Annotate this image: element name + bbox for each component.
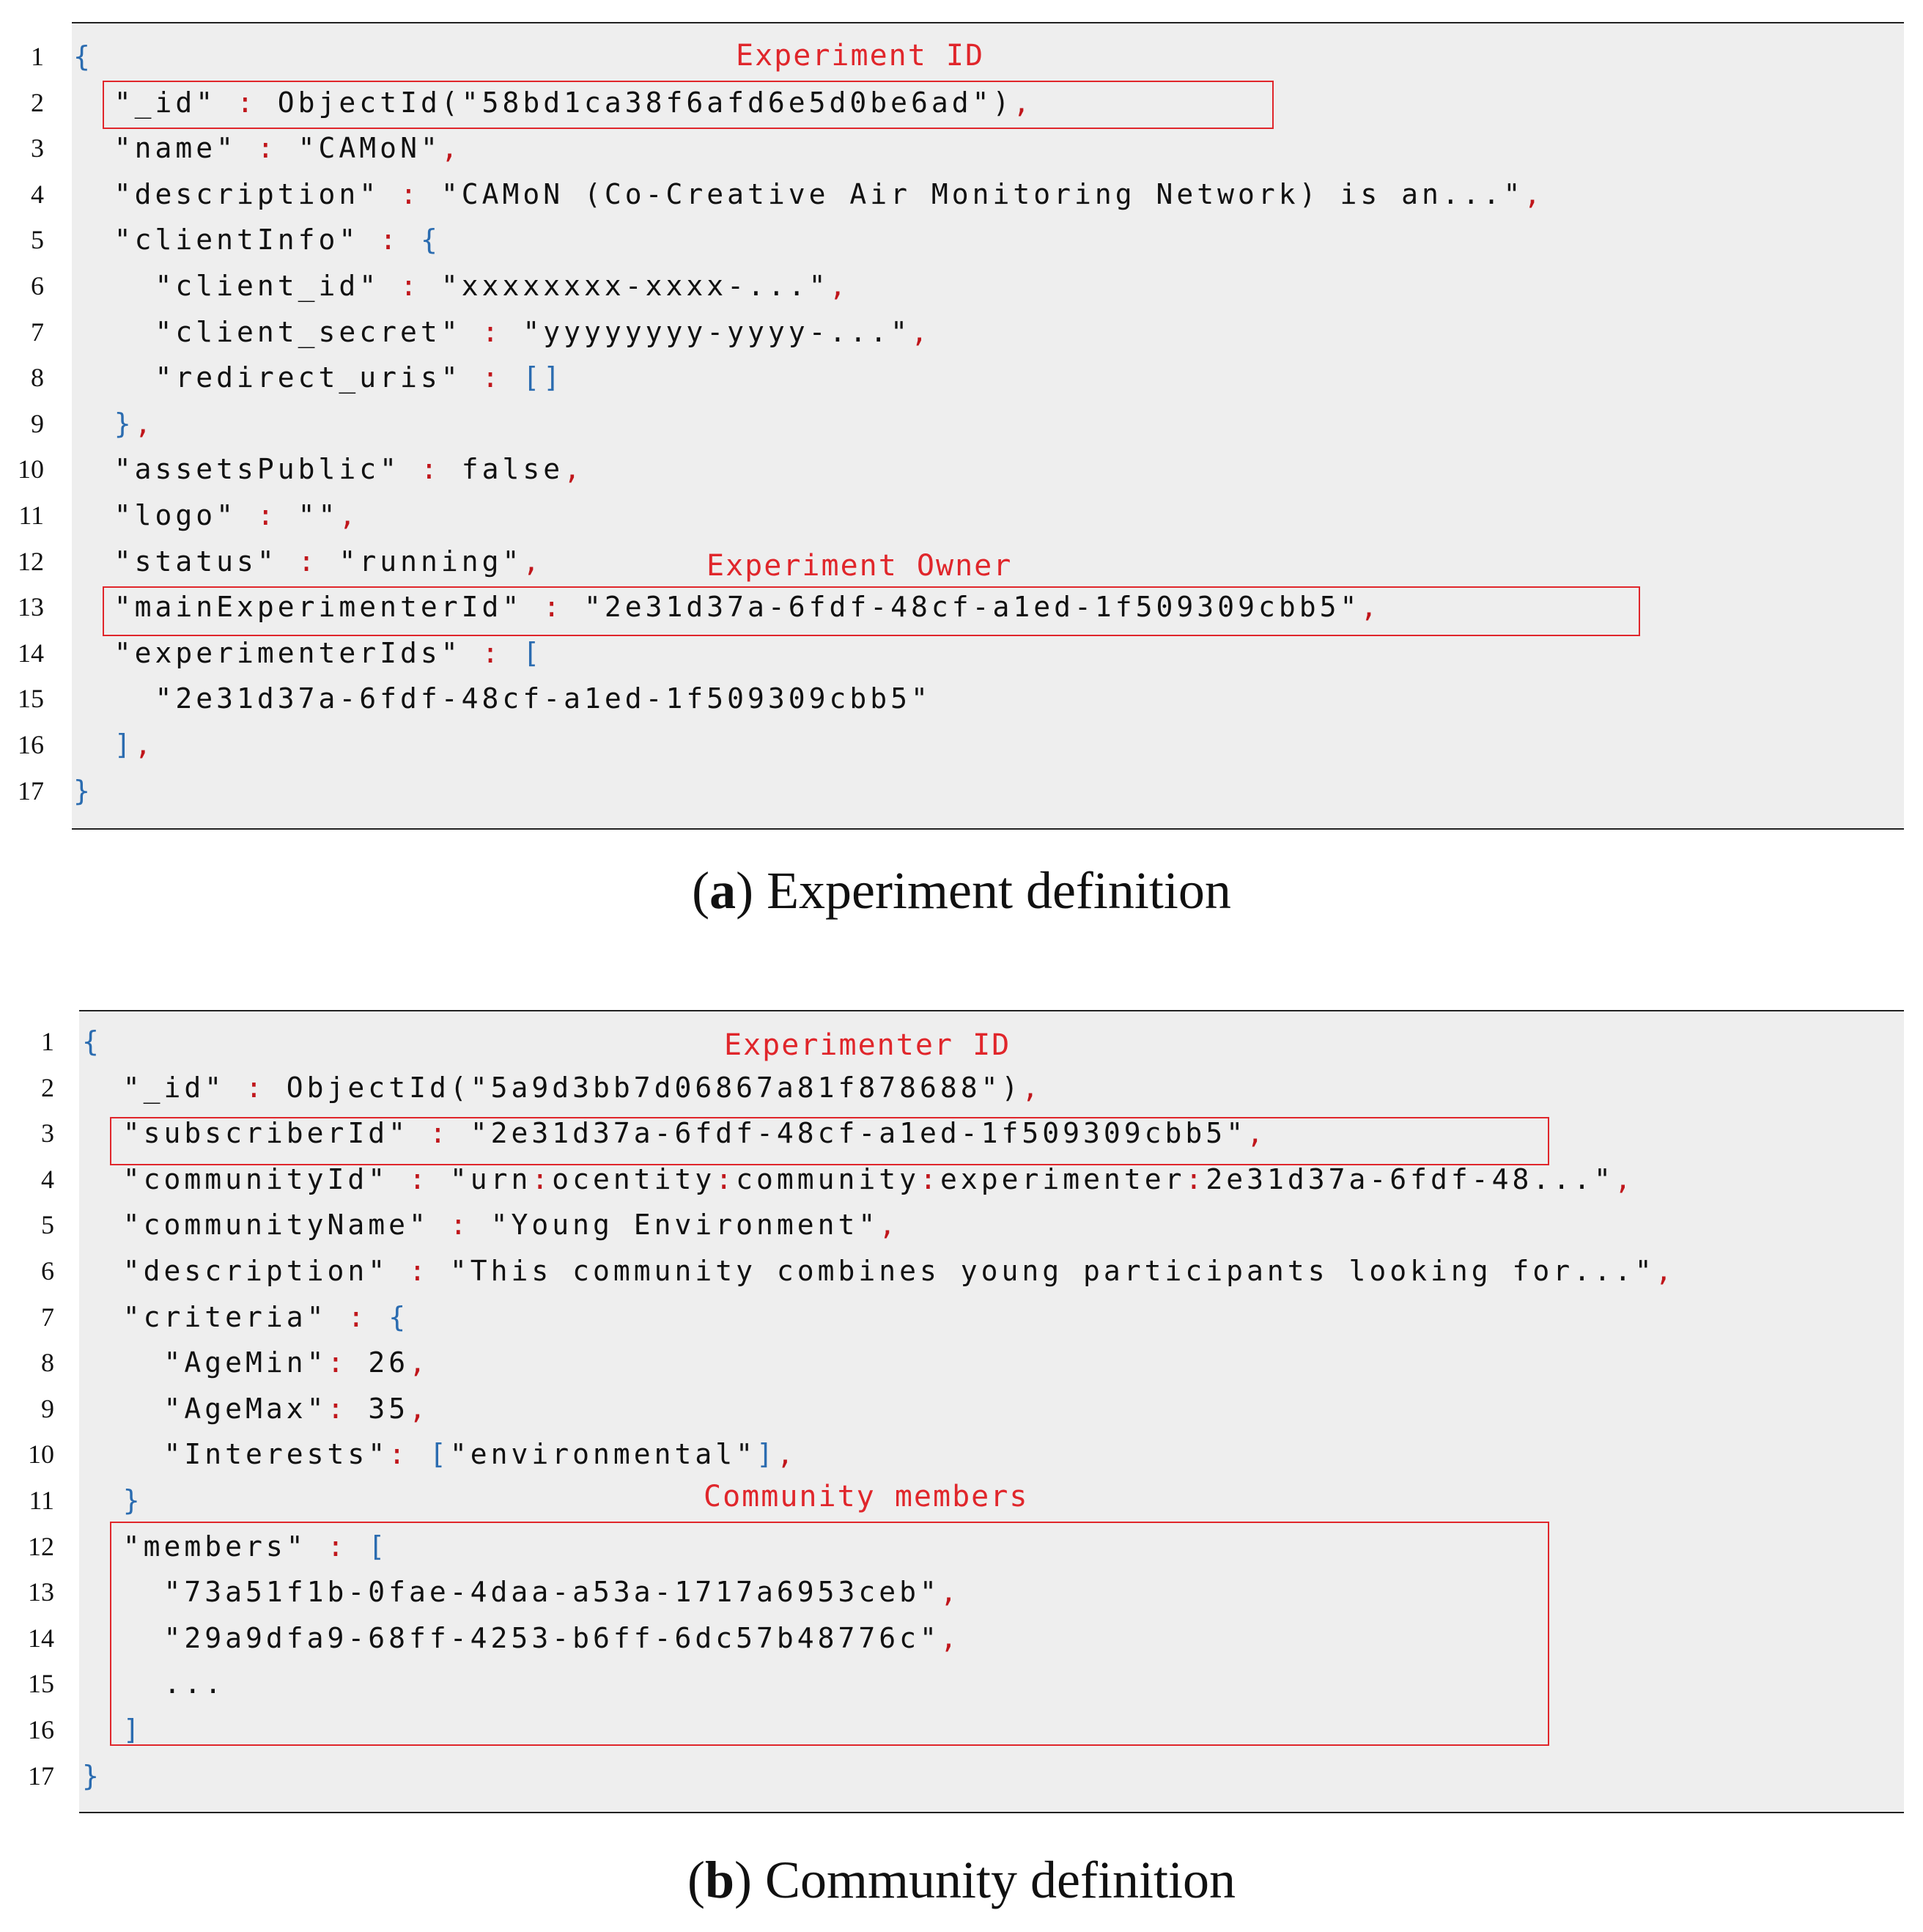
code-line: "members" : [ xyxy=(82,1530,389,1563)
code-line: ], xyxy=(114,729,155,761)
code-line: "communityName" : "Young Environment", xyxy=(82,1209,900,1242)
line-number: 10 xyxy=(18,454,44,484)
caption-b-label: b xyxy=(704,1851,735,1909)
line-number: 1 xyxy=(31,42,44,71)
highlight-experimenter-id xyxy=(110,1117,1549,1165)
line-number: 8 xyxy=(31,363,44,393)
code-line: "subscriberId" : "2e31d37a-6fdf-48cf-a1e… xyxy=(82,1117,1267,1150)
line-number: 11 xyxy=(29,1486,54,1515)
line-number: 1 xyxy=(41,1027,54,1056)
highlight-community-members xyxy=(110,1522,1549,1746)
caption-a-text: Experiment definition xyxy=(767,861,1231,920)
code-line: "Interests": ["environmental"], xyxy=(82,1438,797,1471)
caption-a: (a) Experiment definition xyxy=(692,861,1231,920)
code-line: "client_id" : "xxxxxxxx-xxxx-...", xyxy=(73,270,850,302)
code-line: } xyxy=(122,1484,144,1516)
annotation-experiment-owner: Experiment Owner xyxy=(706,549,1013,583)
code-listing-community: Experimenter ID Community members { "_id… xyxy=(79,1010,1904,1813)
code-line: "description" : "CAMoN (Co-Creative Air … xyxy=(73,177,1545,210)
code-line: "clientInfo" : { xyxy=(73,224,441,257)
line-number: 6 xyxy=(41,1256,54,1286)
code-line: "experimenterIds" : [ xyxy=(73,636,544,669)
line-number: 15 xyxy=(28,1669,54,1699)
code-line: } xyxy=(82,1759,103,1792)
line-number: 16 xyxy=(28,1715,54,1744)
code-line: "name" : "CAMoN", xyxy=(73,132,462,165)
line-number: 4 xyxy=(41,1164,54,1194)
line-number: 11 xyxy=(18,501,44,530)
line-number: 8 xyxy=(41,1348,54,1378)
line-number: 15 xyxy=(18,684,44,714)
highlight-experiment-owner xyxy=(103,586,1640,636)
line-number: 7 xyxy=(31,317,44,347)
code-line: }, xyxy=(114,407,155,440)
code-line: ] xyxy=(122,1714,144,1746)
line-number: 7 xyxy=(41,1302,54,1332)
line-number: 3 xyxy=(41,1118,54,1148)
caption-b-text: Community definition xyxy=(765,1851,1236,1909)
line-number: 9 xyxy=(41,1393,54,1423)
code-line: "description" : "This community combines… xyxy=(82,1255,1676,1287)
annotation-experimenter-id: Experimenter ID xyxy=(724,1028,1011,1062)
caption-a-label: a xyxy=(709,861,737,920)
line-number: 2 xyxy=(41,1072,54,1102)
line-number: 2 xyxy=(31,87,44,117)
caption-b: (b) Community definition xyxy=(687,1851,1236,1909)
code-line: "status" : "running", xyxy=(73,545,544,578)
line-number: 12 xyxy=(28,1531,54,1561)
line-number: 12 xyxy=(18,546,44,576)
code-line: "2e31d37a-6fdf-48cf-a1ed-1f509309cbb5" xyxy=(73,682,931,715)
code-line: "_id" : ObjectId("5a9d3bb7d06867a81f8786… xyxy=(82,1071,1043,1104)
code-line: "AgeMax": 35, xyxy=(82,1392,429,1425)
line-number: 17 xyxy=(18,775,44,805)
line-number: 13 xyxy=(18,592,44,622)
annotation-community-members: Community members xyxy=(704,1480,1029,1513)
line-number: 10 xyxy=(28,1439,54,1470)
line-number: 5 xyxy=(31,225,44,255)
code-line: { xyxy=(73,40,94,73)
line-number: 13 xyxy=(28,1577,54,1607)
line-number: 3 xyxy=(31,133,44,163)
code-line: "_id" : ObjectId("58bd1ca38f6afd6e5d0be6… xyxy=(73,86,1034,119)
code-line: ... xyxy=(82,1667,226,1700)
line-number: 4 xyxy=(31,179,44,209)
code-line: "mainExperimenterId" : "2e31d37a-6fdf-48… xyxy=(73,591,1381,624)
line-number: 6 xyxy=(31,271,44,301)
line-number: 16 xyxy=(18,730,44,759)
code-line: "redirect_uris" : [] xyxy=(73,361,564,394)
code-line: "assetsPublic" : false, xyxy=(73,453,584,486)
highlight-experiment-id xyxy=(103,81,1274,129)
code-line: "29a9dfa9-68ff-4253-b6ff-6dc57b48776c", xyxy=(82,1621,961,1654)
code-line: { xyxy=(82,1025,103,1058)
code-line: "client_secret" : "yyyyyyyy-yyyy-...", xyxy=(73,315,931,348)
code-listing-experiment: Experiment ID Experiment Owner { "_id" :… xyxy=(72,22,1904,830)
code-line: "criteria" : { xyxy=(82,1300,410,1333)
line-number: 14 xyxy=(28,1623,54,1653)
line-number: 5 xyxy=(41,1210,54,1240)
code-line: "AgeMin": 26, xyxy=(82,1346,429,1379)
line-number: 17 xyxy=(28,1760,54,1791)
line-number: 9 xyxy=(31,408,44,438)
code-line: } xyxy=(73,774,94,807)
code-line: "communityId" : "urn:ocentity:community:… xyxy=(82,1162,1635,1195)
code-line: "logo" : "", xyxy=(73,499,360,531)
code-line: "73a51f1b-0fae-4daa-a53a-1717a6953ceb", xyxy=(82,1576,961,1609)
line-number: 14 xyxy=(18,638,44,668)
annotation-experiment-id: Experiment ID xyxy=(736,39,985,73)
